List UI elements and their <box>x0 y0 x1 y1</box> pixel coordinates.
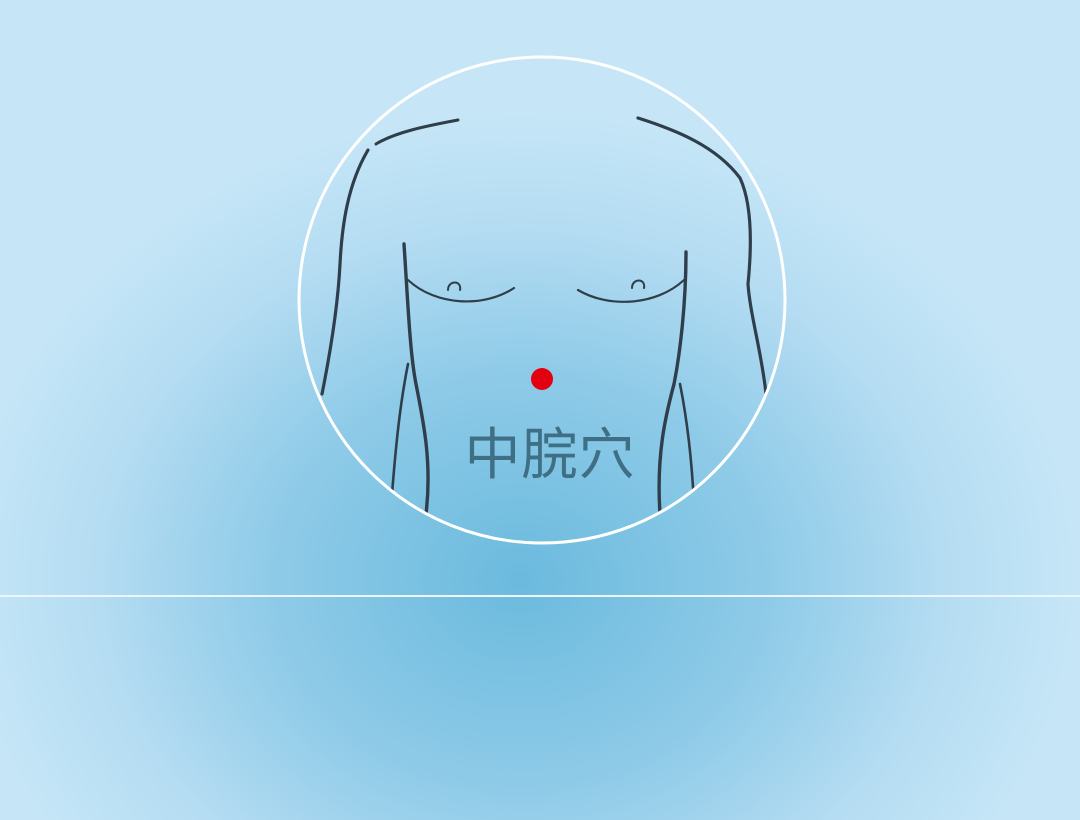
right-chest-line <box>576 278 686 303</box>
illustration-panel: 中脘穴 <box>296 54 788 546</box>
left-arm-outline <box>320 148 370 396</box>
torso-left-side <box>402 242 430 516</box>
right-shoulder-outline <box>636 116 768 396</box>
acupoint-marker <box>531 368 553 390</box>
acupoint-label: 中脘穴 <box>464 423 636 488</box>
torso-medallion: 中脘穴 <box>296 54 788 546</box>
torso-right-side <box>657 250 688 516</box>
left-chest-line <box>406 278 516 303</box>
empty-panel <box>0 597 1080 820</box>
left-nipple <box>447 281 462 291</box>
left-shoulder-outline <box>374 118 460 146</box>
right-nipple <box>631 279 646 289</box>
panel-divider <box>0 595 1080 597</box>
right-arm-inner <box>678 382 696 506</box>
left-arm-inner <box>390 362 410 496</box>
medallion-ring <box>297 55 787 545</box>
torso-illustration <box>297 55 787 545</box>
